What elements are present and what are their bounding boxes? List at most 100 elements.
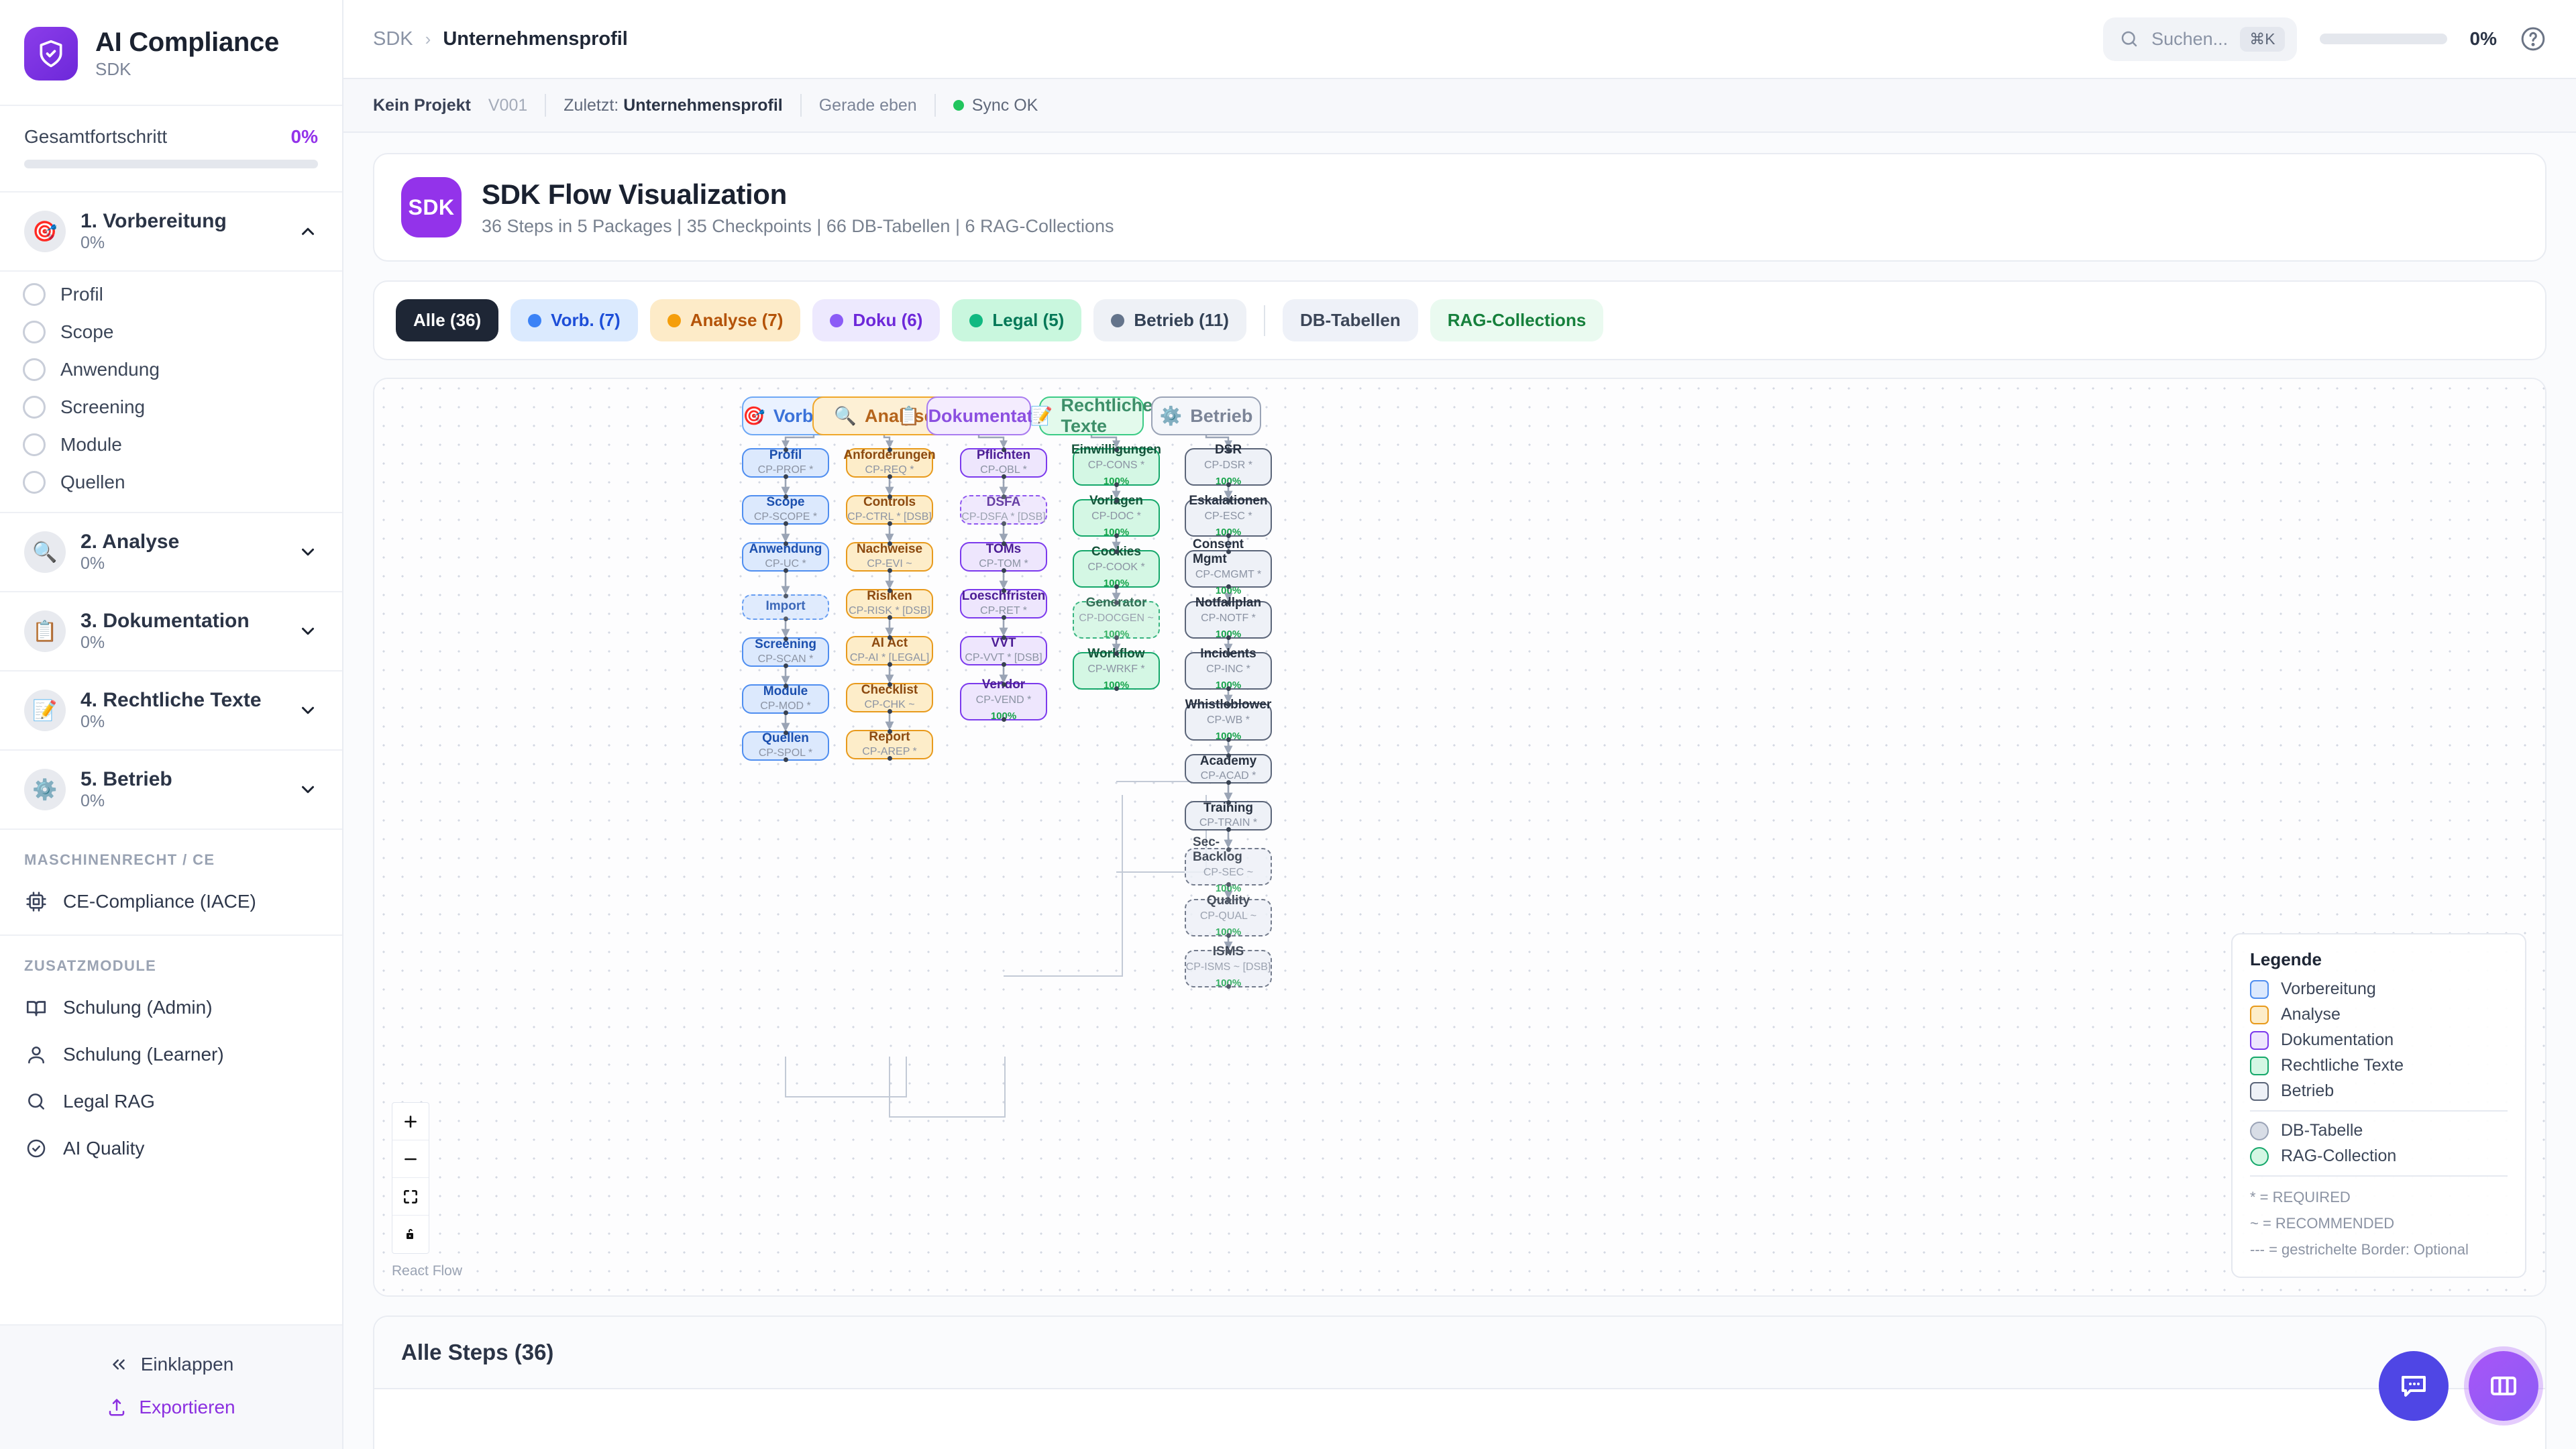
flow-node-betrieb-5[interactable]: WhistleblowerCP-WB *100% [1185, 698, 1272, 742]
flow-node-rechtliche_texte-4[interactable]: WorkflowCP-WRKF *100% [1073, 647, 1160, 691]
hero-badge: SDK [401, 177, 462, 237]
flow-node-betrieb-0[interactable]: DSRCP-DSR *100% [1185, 443, 1272, 487]
columns-icon[interactable] [2469, 1351, 2538, 1421]
content-scroll[interactable]: SDK SDK Flow Visualization 36 Steps in 5… [343, 133, 2576, 1449]
search-input[interactable]: Suchen... ⌘K [2103, 17, 2297, 61]
breadcrumb-root[interactable]: SDK [373, 28, 413, 50]
flow-node-rechtliche_texte-0[interactable]: EinwilligungenCP-CONS *100% [1071, 443, 1161, 487]
sidebar-item-ai-quality[interactable]: AI Quality [0, 1125, 342, 1172]
filter-chip-label: RAG-Collections [1447, 310, 1587, 330]
flow-node-betrieb-4[interactable]: IncidentsCP-INC *100% [1185, 647, 1272, 691]
filter-chip-6[interactable]: DB-Tabellen [1282, 299, 1418, 341]
collapse-sidebar-button[interactable]: Einklappen [0, 1343, 342, 1386]
filter-chip-0[interactable]: Alle (36) [396, 299, 499, 341]
node-code: CP-SEC ~ [1203, 866, 1254, 878]
sidebar-item-label: Scope [60, 321, 114, 342]
node-code: CP-RET * [980, 605, 1027, 617]
filter-chip-1[interactable]: Vorb. (7) [511, 299, 638, 341]
flow-node-betrieb-10[interactable]: ISMSCP-ISMS ~ [DSB]100% [1185, 945, 1272, 989]
flow-lane-3[interactable]: 📝Rechtliche Texte [1030, 395, 1152, 436]
fit-view-icon[interactable] [392, 1178, 429, 1216]
sidebar-item-quellen[interactable]: Quellen [0, 464, 342, 501]
flow-node-betrieb-9[interactable]: QualityCP-QUAL ~100% [1185, 894, 1272, 938]
step-radio[interactable] [23, 396, 46, 419]
flow-node-betrieb-3[interactable]: NotfallplanCP-NOTF *100% [1185, 596, 1272, 640]
step-radio[interactable] [23, 283, 46, 306]
search-icon [24, 1089, 48, 1114]
step-radio[interactable] [23, 321, 46, 343]
node-title: Risiken [867, 588, 912, 603]
sidebar-item-screening[interactable]: Screening [0, 388, 342, 426]
sidebar-item-schulung-learner[interactable]: Schulung (Learner) [0, 1031, 342, 1078]
sidebar-item-module[interactable]: Module [0, 426, 342, 464]
flow-lane-4[interactable]: ⚙️Betrieb [1151, 396, 1261, 435]
filter-chip-7[interactable]: RAG-Collections [1430, 299, 1604, 341]
zoom-in-icon[interactable] [392, 1103, 429, 1140]
filter-chip-3[interactable]: Doku (6) [812, 299, 941, 341]
sidebar-item-anwendung[interactable]: Anwendung [0, 351, 342, 388]
flow-canvas[interactable]: 🎯Vorbereitung🔍Analyse📋Dokumentation📝Rech… [374, 379, 2545, 1295]
filter-chip-2[interactable]: Analyse (7) [649, 299, 801, 341]
flow-cross-edge-2 [1004, 795, 1123, 977]
brand-header[interactable]: AI Compliance SDK [0, 0, 342, 106]
node-port-top [887, 541, 892, 546]
filter-chip-5[interactable]: Betrieb (11) [1093, 299, 1246, 341]
sidebar-item-ce-compliance[interactable]: CE-Compliance (IACE) [0, 878, 342, 925]
chat-icon[interactable] [2379, 1351, 2449, 1421]
step-radio[interactable] [23, 471, 46, 494]
last-edited-time: Gerade eben [818, 95, 917, 115]
sidebar-item-legal-rag[interactable]: Legal RAG [0, 1078, 342, 1125]
sidebar-item-profil[interactable]: Profil [0, 276, 342, 313]
lane-icon: 🎯 [743, 406, 765, 426]
flow-canvas-card[interactable]: 🎯Vorbereitung🔍Analyse📋Dokumentation📝Rech… [373, 378, 2546, 1297]
step-radio[interactable] [23, 358, 46, 381]
flow-node-betrieb-1[interactable]: EskalationenCP-ESC *100% [1185, 494, 1272, 538]
legend-title: Legende [2250, 949, 2322, 969]
sidebar-item-schulung-admin[interactable]: Schulung (Admin) [0, 984, 342, 1031]
legend-swatch [2250, 1121, 2269, 1140]
flow-node-vorbereitung-3[interactable]: Import [742, 593, 829, 621]
help-circle-icon[interactable] [2520, 25, 2546, 52]
flow-node-rechtliche_texte-1[interactable]: VorlagenCP-DOC *100% [1073, 494, 1160, 538]
sidebar-item-scope[interactable]: Scope [0, 313, 342, 351]
legend-group-0: Vorbereitung [2250, 979, 2508, 999]
filter-chip-4[interactable]: Legal (5) [952, 299, 1082, 341]
node-title: Quellen [762, 731, 809, 745]
export-button[interactable]: Exportieren [0, 1386, 342, 1429]
lock-icon[interactable] [392, 1216, 429, 1253]
zoom-out-icon[interactable] [392, 1140, 429, 1178]
flow-node-rechtliche_texte-3[interactable]: GeneratorCP-DOCGEN ~100% [1073, 596, 1160, 640]
flow-node-dokumentation-5[interactable]: VendorCP-VEND *100% [960, 678, 1047, 722]
step-radio[interactable] [23, 433, 46, 456]
flow-node-rechtliche_texte-2[interactable]: CookiesCP-COOK *100% [1073, 545, 1160, 589]
flow-lane-2[interactable]: 📋Dokumentation [898, 396, 1060, 435]
